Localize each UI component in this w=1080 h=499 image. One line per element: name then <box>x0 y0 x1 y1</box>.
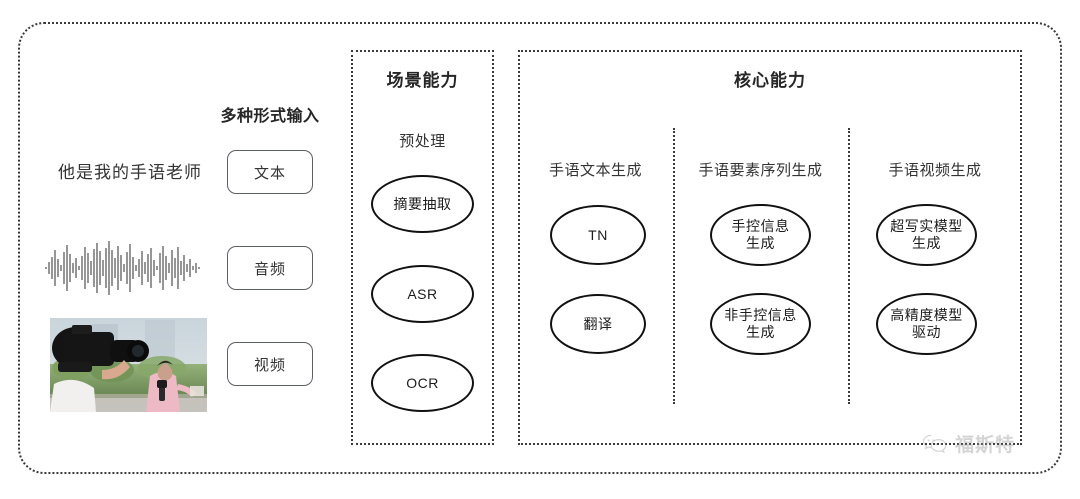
node-label-line1: TN <box>588 226 608 243</box>
node-asr[interactable]: ASR <box>371 265 474 323</box>
node-label-line2: 生成 <box>746 235 775 251</box>
node-label-line1: 手控信息 <box>731 218 790 235</box>
scene-panel-subtitle: 预处理 <box>399 133 446 150</box>
node-tn[interactable]: TN <box>550 205 646 265</box>
node-label-line2: 生成 <box>746 324 775 340</box>
scene-capability-panel <box>351 50 494 445</box>
node-label-line1: 超写实模型 <box>890 218 963 235</box>
node-high-precision-model-driving[interactable]: 高精度模型 驱动 <box>876 293 977 355</box>
core-column-header-text-generation: 手语文本生成 <box>548 162 642 179</box>
input-tag-video[interactable]: 视频 <box>227 342 313 386</box>
core-column-header-element-sequence: 手语要素序列生成 <box>698 162 823 179</box>
audio-waveform-icon <box>45 241 200 295</box>
node-label-line2: 生成 <box>912 235 941 251</box>
core-panel-title: 核心能力 <box>734 71 806 90</box>
sample-text-input: 他是我的手语老师 <box>58 163 202 182</box>
node-non-manual-signal-generation[interactable]: 非手控信息 生成 <box>710 293 811 355</box>
node-label-line1: 高精度模型 <box>890 307 963 324</box>
core-column-divider-2 <box>848 128 850 404</box>
node-ocr[interactable]: OCR <box>371 354 474 412</box>
scene-panel-title: 场景能力 <box>386 71 459 90</box>
input-tag-text[interactable]: 文本 <box>227 150 313 194</box>
node-manual-signal-generation[interactable]: 手控信息 生成 <box>710 204 811 266</box>
core-column-header-video-generation: 手语视频生成 <box>888 162 982 179</box>
input-section-caption: 多种形式输入 <box>220 108 320 125</box>
node-summary-extraction[interactable]: 摘要抽取 <box>371 175 474 233</box>
core-column-divider-1 <box>673 128 675 404</box>
node-hyperrealistic-model-generation[interactable]: 超写实模型 生成 <box>876 204 977 266</box>
core-capability-panel <box>518 50 1022 445</box>
watermark: 福斯特 <box>922 430 1015 457</box>
outer-frame <box>18 22 1062 474</box>
node-label-line1: 翻译 <box>583 315 613 332</box>
node-label-line1: 非手控信息 <box>724 307 797 324</box>
video-thumbnail <box>50 318 207 412</box>
node-translation[interactable]: 翻译 <box>550 294 646 354</box>
node-label-line2: 驱动 <box>912 324 941 340</box>
input-tag-audio[interactable]: 音频 <box>227 246 313 290</box>
watermark-text: 福斯特 <box>955 435 1016 456</box>
wechat-icon <box>922 434 947 453</box>
